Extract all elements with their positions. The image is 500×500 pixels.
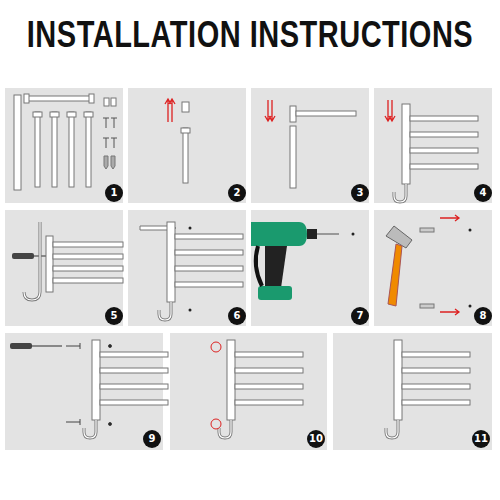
- step-number: 11: [472, 430, 490, 448]
- step-number-text: 6: [234, 311, 241, 321]
- towel-rack: [159, 222, 243, 320]
- step-number: 3: [351, 184, 369, 202]
- assemble-bar: [165, 99, 190, 183]
- assemble-bracket: [265, 100, 356, 188]
- hammer-anchors: [386, 215, 472, 315]
- step-number-text: 3: [357, 188, 364, 198]
- arrows: [385, 100, 395, 121]
- step-number: 10: [307, 430, 325, 448]
- step-number: 1: [105, 184, 123, 202]
- step-number-text: 5: [111, 311, 118, 321]
- step-number-text: 8: [480, 311, 487, 321]
- towel-rack: [219, 340, 303, 438]
- step-number-text: 1: [111, 188, 118, 198]
- step-number-text: 10: [309, 434, 323, 444]
- step-number: 5: [105, 307, 123, 325]
- title: INSTALLATION INSTRUCTIONS: [0, 14, 500, 55]
- parts: [14, 94, 117, 190]
- step-number: 8: [474, 307, 492, 325]
- step-number: 9: [143, 430, 161, 448]
- step-number: 4: [474, 184, 492, 202]
- step-number-text: 7: [357, 311, 364, 321]
- step-number: 7: [351, 307, 369, 325]
- towel-rack: [386, 340, 470, 438]
- panels: [5, 88, 492, 450]
- hook: [24, 222, 40, 300]
- towel-rack: [394, 104, 478, 202]
- step-number: 2: [228, 184, 246, 202]
- towel-rack: [46, 236, 123, 292]
- drill: [251, 222, 355, 300]
- screwdriver: [10, 343, 62, 349]
- step-number-text: 11: [474, 434, 488, 444]
- step-number: 6: [228, 307, 246, 325]
- step-number-text: 2: [234, 188, 241, 198]
- towel-rack: [84, 340, 168, 438]
- screws: [66, 343, 112, 426]
- step-number-text: 4: [480, 188, 487, 198]
- step-number-text: 9: [149, 434, 156, 444]
- tighten-marks: [211, 342, 221, 429]
